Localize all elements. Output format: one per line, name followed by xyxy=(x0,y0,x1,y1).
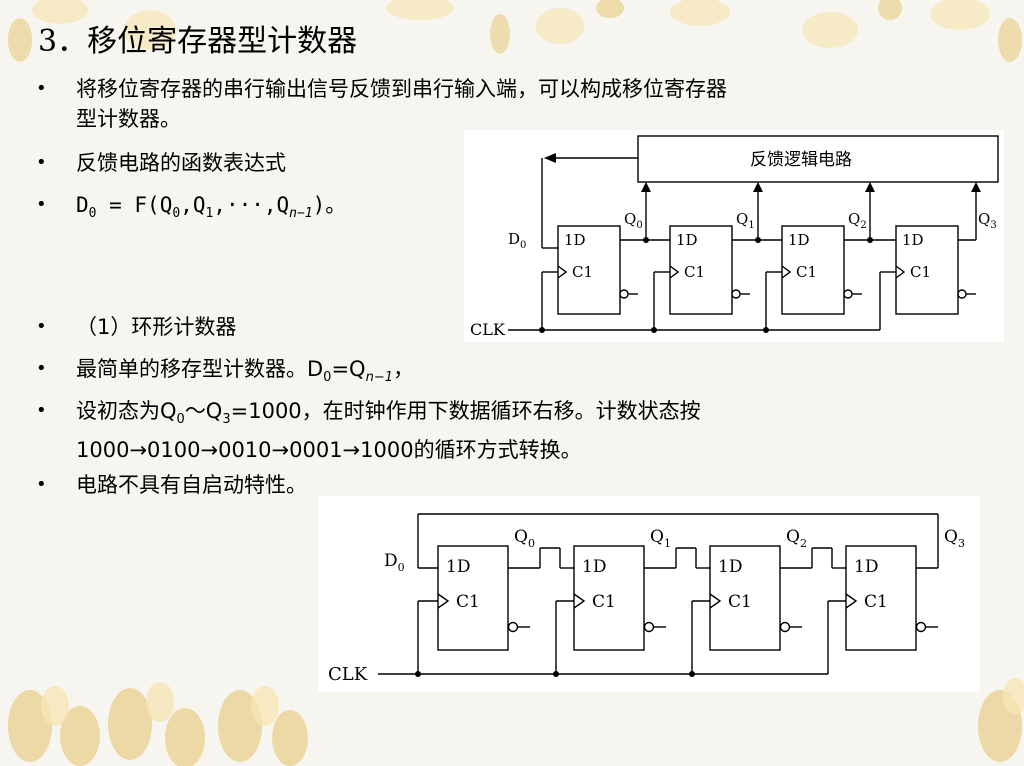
flip-flop-ff2 xyxy=(781,225,845,315)
bullet-initial-state: • 设初态为Q0～Q3=1000，在时钟作用下数据循环右移。计数状态按 1000→… xyxy=(36,396,976,462)
formula-d-sub: 0 xyxy=(88,206,97,222)
q3-label: Q3 xyxy=(978,210,997,231)
b5-sub2: n−1 xyxy=(365,370,393,386)
ring-ff1-clk-label: C1 xyxy=(592,592,616,612)
bullet-text: 将移位寄存器的串行输出信号反馈到串行输入端，可以构成移位寄存器 型计数器。 xyxy=(76,74,727,134)
ring-clk-label: CLK xyxy=(328,664,368,685)
bullet-text: 反馈电路的函数表达式 xyxy=(76,151,286,175)
b6-sub1: 0 xyxy=(176,412,185,428)
ring-ff3-d-label: 1D xyxy=(854,557,878,577)
bullet-formula: • D0 = F(Q0,Q1,···,Qn−1)。 xyxy=(36,190,456,224)
ring-ff0-d-label: 1D xyxy=(446,557,470,577)
ff0-clk-label: C1 xyxy=(572,263,593,281)
ff3-clk-label: C1 xyxy=(910,263,931,281)
formula-d: D xyxy=(76,193,89,217)
bullet-text: 电路不具有自启动特性。 xyxy=(76,473,307,497)
ring-ff2-d-label: 1D xyxy=(718,557,742,577)
ff2-clk-label: C1 xyxy=(796,263,817,281)
ff3-d-label: 1D xyxy=(902,231,924,249)
b5-part1: 最简单的移存型计数器。D xyxy=(76,357,324,381)
ring-q1-label: Q1 xyxy=(650,527,671,550)
q2-label: Q2 xyxy=(848,210,867,231)
b6-part3: =1000，在时钟作用下数据循环右移。计数状态按 xyxy=(230,399,701,423)
formula-q1: ,Q xyxy=(180,193,206,217)
ring-ff2-clk-label: C1 xyxy=(728,592,752,612)
flip-flop-ff3 xyxy=(895,225,959,315)
bullet-glyph: • xyxy=(36,400,47,421)
feedback-logic-label: 反馈逻辑电路 xyxy=(750,150,852,170)
slide-title: 3．移位寄存器型计数器 xyxy=(38,24,358,59)
bullet-glyph: • xyxy=(36,78,47,99)
bullet-simplest-counter: • 最简单的移存型计数器。D0=Qn−1， xyxy=(36,354,636,386)
formula-qn: ,···,Q xyxy=(213,193,290,217)
b5-sub1: 0 xyxy=(323,370,332,386)
ring-counter-svg: CLK D0 1D 1D 1D 1D C1 C1 C1 C1 Q0 Q1 Q2 … xyxy=(328,513,965,685)
b6-sub2: 3 xyxy=(222,412,231,428)
bottom-decoration xyxy=(8,678,1024,766)
bullet-function-expression: • 反馈电路的函数表达式 xyxy=(36,148,456,178)
ring-ff1 xyxy=(573,545,645,651)
formula-text: D0 = F(Q0,Q1,···,Qn−1)。 xyxy=(76,190,346,229)
ring-counter-diagram: CLK D0 1D 1D 1D 1D C1 C1 C1 C1 Q0 Q1 Q2 … xyxy=(318,496,980,692)
bullet-glyph: • xyxy=(36,474,47,495)
q0-label: Q0 xyxy=(624,210,643,231)
bullet-glyph: • xyxy=(36,316,47,337)
bullet-text-line1: 将移位寄存器的串行输出信号反馈到串行输入端，可以构成移位寄存器 xyxy=(76,77,727,101)
bullet-glyph: • xyxy=(36,152,47,173)
top-decoration xyxy=(8,0,1022,62)
q1-label: Q1 xyxy=(736,210,755,231)
bullet-text: 设初态为Q0～Q3=1000，在时钟作用下数据循环右移。计数状态按 1000→01… xyxy=(76,396,701,465)
bullet-feedback-description: • 将移位寄存器的串行输出信号反馈到串行输入端，可以构成移位寄存器 型计数器。 xyxy=(36,74,976,134)
ring-q3-label: Q3 xyxy=(944,527,965,550)
b6-part1: 设初态为Q xyxy=(76,399,177,423)
ff0-d-label: 1D xyxy=(564,231,586,249)
d0-label: D0 xyxy=(508,230,526,251)
ring-ff1-d-label: 1D xyxy=(582,557,606,577)
ff1-d-label: 1D xyxy=(676,231,698,249)
b6-line2: 1000→0100→0010→0001→1000的循环方式转换。 xyxy=(76,438,582,463)
ring-q0-label: Q0 xyxy=(514,527,535,550)
b6-part2: ～Q xyxy=(184,399,223,423)
feedback-logic-box xyxy=(637,135,999,183)
ring-ff3 xyxy=(845,545,917,651)
formula-q1-sub: 1 xyxy=(205,206,214,222)
ring-ff0-clk-label: C1 xyxy=(456,592,480,612)
flip-flop-ff1 xyxy=(669,225,733,315)
feedback-shift-register-diagram: 反馈逻辑电路 CLK D0 1D 1D 1D 1D C1 C1 C1 C1 Q0… xyxy=(464,130,1004,342)
bullet-text: （1）环形计数器 xyxy=(76,315,237,339)
ff2-d-label: 1D xyxy=(788,231,810,249)
bullet-glyph: • xyxy=(36,358,47,379)
b5-part3: ， xyxy=(392,357,414,381)
bullet-text: 最简单的移存型计数器。D0=Qn−1， xyxy=(76,354,414,393)
clk-label: CLK xyxy=(470,320,506,339)
bullet-glyph: • xyxy=(36,194,47,215)
formula-qn-sub: n−1 xyxy=(289,206,313,222)
formula-end: )。 xyxy=(312,193,347,217)
ring-q2-label: Q2 xyxy=(786,527,807,550)
ring-ff3-clk-label: C1 xyxy=(864,592,888,612)
bullet-ring-counter-heading: • （1）环形计数器 xyxy=(36,312,456,342)
ring-d0-label: D0 xyxy=(384,551,405,574)
ring-ff2 xyxy=(709,545,781,651)
ring-ff0 xyxy=(437,545,509,651)
bullet-self-start: • 电路不具有自启动特性。 xyxy=(36,470,456,500)
flip-flop-ff0 xyxy=(557,225,621,315)
ff1-clk-label: C1 xyxy=(684,263,705,281)
bullet-text-line2: 型计数器。 xyxy=(76,107,181,131)
feedback-circuit-svg: 反馈逻辑电路 CLK D0 1D 1D 1D 1D C1 C1 C1 C1 Q0… xyxy=(470,135,999,339)
b5-part2: =Q xyxy=(331,357,366,381)
feedback-arrow xyxy=(544,153,556,163)
formula-f: = F(Q xyxy=(96,193,173,217)
formula-q0-sub: 0 xyxy=(172,206,181,222)
